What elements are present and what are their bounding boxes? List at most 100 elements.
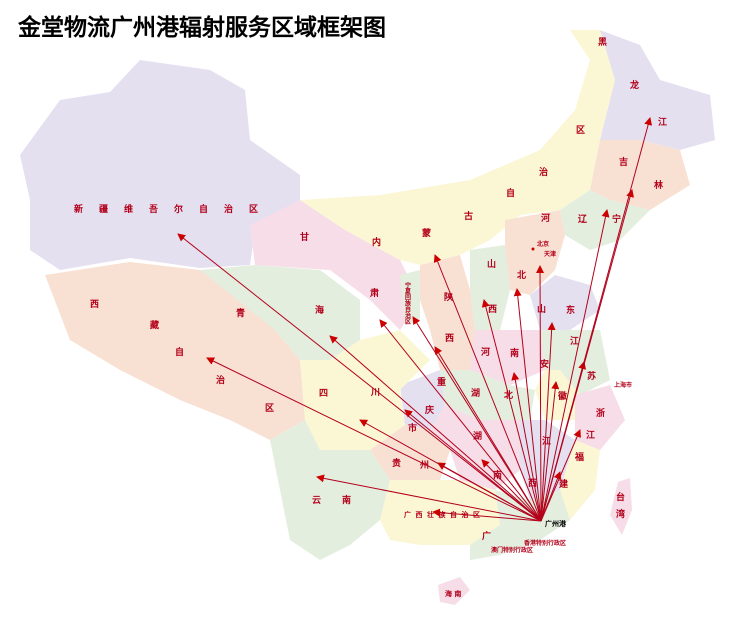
- label-hunan-2: 南: [493, 469, 502, 481]
- route-arrows: [177, 117, 653, 522]
- label-hubei-2: 北: [504, 389, 513, 401]
- region-zhejiang: [575, 385, 625, 450]
- label-tibet-4: 治: [216, 374, 225, 386]
- label-shaanxi-1: 陕: [444, 291, 454, 303]
- label-zhejiang-1: 浙: [596, 407, 605, 419]
- route-arrow: [329, 335, 542, 522]
- label-jilin-2: 林: [654, 179, 664, 191]
- region-hebei: [505, 210, 565, 295]
- label-henan-2: 南: [510, 347, 519, 359]
- label-hainan: 海 南: [445, 589, 461, 598]
- label-nmg-1: 内: [372, 236, 381, 248]
- label-jiangxi-1: 江: [542, 435, 551, 447]
- label-hlj-1: 黑: [598, 37, 607, 48]
- label-qinghai-2: 海: [315, 304, 324, 316]
- label-chongqing-1: 重: [437, 376, 446, 388]
- label-guizhou-1: 贵: [392, 457, 401, 469]
- label-shanghai: 上海市: [614, 381, 632, 389]
- label-tibet-1: 西: [90, 299, 99, 310]
- label-chongqing-2: 庆: [424, 404, 434, 416]
- region-ningxia: [400, 270, 420, 325]
- region-neimenggu: [300, 30, 615, 265]
- label-yunnan-1: 云: [312, 495, 321, 506]
- label-fujian-2: 建: [559, 478, 569, 490]
- label-anhui-1: 安: [540, 358, 549, 370]
- label-sichuan-1: 四: [319, 388, 328, 399]
- label-hubei-1: 湖: [471, 387, 480, 399]
- region-yunnan: [270, 420, 390, 560]
- route-arrow: [481, 299, 542, 522]
- label-taiwan-1: 台: [616, 491, 625, 503]
- region-guizhou: [370, 425, 450, 480]
- label-macau: 澳门特别行政区: [491, 546, 533, 554]
- region-gansu: [250, 200, 420, 330]
- label-gansu-2: 肃: [370, 287, 379, 299]
- label-nmg-2: 蒙: [422, 227, 431, 239]
- route-arrow: [379, 319, 542, 522]
- label-shandong-1: 山: [537, 303, 546, 315]
- region-shandong: [530, 275, 600, 330]
- route-arrow: [412, 316, 542, 522]
- label-jilin-1: 吉: [619, 156, 628, 168]
- route-arrow: [433, 254, 542, 522]
- label-hebei-1: 河: [541, 212, 550, 224]
- label-zhejiang-2: 江: [586, 429, 595, 441]
- route-arrow: [540, 381, 560, 522]
- label-jiangsu-2: 苏: [587, 370, 596, 382]
- label-hunan-1: 湖: [473, 430, 482, 442]
- label-jiangxi-2: 西: [528, 478, 537, 489]
- label-tibet-5: 区: [265, 403, 274, 414]
- route-arrow: [536, 265, 545, 522]
- route-arrow: [540, 429, 581, 522]
- route-arrow: [177, 233, 542, 522]
- beijing-star-icon: [531, 247, 535, 251]
- label-nmg-3: 古: [464, 210, 473, 222]
- route-arrow: [359, 419, 542, 522]
- region-qinghai: [200, 265, 360, 360]
- region-taiwan: [610, 478, 632, 535]
- region-sichuan: [300, 330, 430, 450]
- label-gansu-1: 甘: [300, 231, 309, 243]
- label-jiangsu-1: 江: [570, 335, 579, 347]
- label-liaoning-2: 宁: [612, 213, 621, 225]
- label-guangxi: 广 西 壮 族 自 治 区: [404, 510, 480, 519]
- region-shanxi: [470, 245, 510, 330]
- region-xinjiang: [20, 60, 300, 270]
- route-arrow: [540, 117, 653, 522]
- label-hlj-3: 江: [658, 116, 667, 128]
- region-shaanxi: [420, 255, 475, 370]
- label-hlj-2: 龙: [629, 79, 639, 91]
- route-arrow: [434, 346, 542, 522]
- provinces: [20, 30, 715, 605]
- region-hunan: [430, 405, 520, 490]
- label-ningxia: 宁夏回族自治区: [404, 281, 412, 325]
- label-beijing: 北京: [537, 240, 549, 248]
- route-arrow: [511, 372, 542, 522]
- label-hongkong: 香港特别行政区: [523, 539, 566, 547]
- route-arrow: [206, 357, 542, 522]
- route-arrow: [513, 288, 542, 522]
- label-hebei-2: 北: [517, 269, 526, 281]
- label-liaoning-1: 辽: [578, 213, 588, 225]
- label-shanxi-1: 山: [487, 258, 496, 270]
- label-xinjiang: 新 疆 维 吾 尔 自 治 区: [74, 203, 258, 215]
- label-guangzhou-port: 广州港: [545, 519, 567, 528]
- label-tianjin: 天津: [544, 250, 556, 258]
- label-shaanxi-2: 西: [445, 333, 454, 344]
- label-tibet-3: 自: [175, 346, 184, 358]
- label-sichuan-2: 川: [370, 387, 380, 398]
- page-title: 金堂物流广州港辐射服务区域框架图: [18, 15, 386, 41]
- label-shandong-2: 东: [566, 304, 575, 316]
- region-jilin: [590, 140, 690, 210]
- region-henan: [470, 330, 545, 385]
- label-nmg-6: 区: [576, 125, 585, 136]
- route-arrow: [540, 322, 556, 522]
- label-fujian-1: 福: [574, 451, 584, 463]
- label-henan-1: 河: [481, 346, 490, 358]
- label-nmg-5: 治: [539, 166, 548, 178]
- route-arrow: [540, 209, 610, 522]
- label-yunnan-2: 南: [342, 494, 351, 506]
